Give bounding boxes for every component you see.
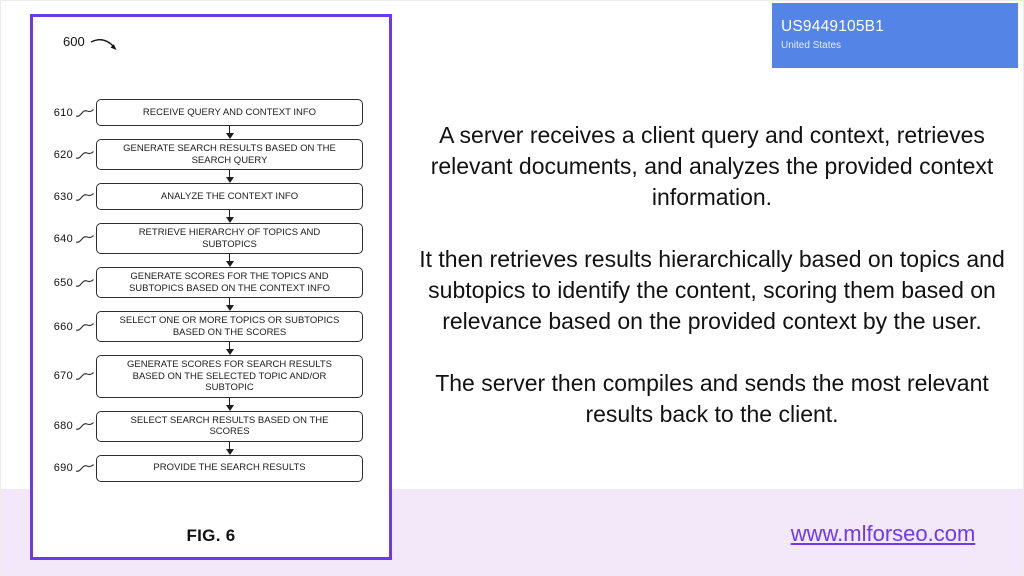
step-number: 680	[53, 420, 73, 432]
step-label: 630	[54, 191, 94, 203]
flowchart-box: GENERATE SCORES FOR SEARCH RESULTS BASED…	[96, 355, 363, 398]
leader-line-icon	[75, 372, 94, 381]
flowchart-step: 680 SELECT SEARCH RESULTS BASED ON THE S…	[54, 410, 363, 442]
flow-down-arrow-icon	[225, 170, 234, 183]
flowchart-box: SELECT ONE OR MORE TOPICS OR SUBTOPICS B…	[96, 311, 363, 342]
flow-down-arrow-icon	[225, 298, 234, 311]
flowchart-step-row: 650 GENERATE SCORES FOR THE TOPICS AND S…	[54, 267, 363, 311]
flowchart-box: RECEIVE QUERY AND CONTEXT INFO	[96, 99, 363, 126]
patent-badge: US9449105B1 United States	[772, 3, 1018, 68]
flow-down-arrow-icon	[225, 126, 234, 139]
step-number: 620	[53, 148, 73, 161]
flowchart-box-text: SELECT ONE OR MORE TOPICS OR SUBTOPICS B…	[119, 315, 340, 338]
step-number: 660	[53, 320, 73, 333]
flow-down-arrow-icon	[225, 441, 234, 455]
flowchart-box: SELECT SEARCH RESULTS BASED ON THE SCORE…	[96, 410, 363, 442]
step-number: 690	[53, 462, 73, 474]
flowchart-box-text: GENERATE SEARCH RESULTS BASED ON THE SEA…	[123, 143, 336, 166]
flowchart-step-row: 640 RETRIEVE HIERARCHY OF TOPICS AND SUB…	[54, 223, 363, 267]
website-link[interactable]: www.mlforseo.com	[790, 521, 976, 546]
figure-reference: 600	[63, 34, 118, 52]
patent-country: United States	[781, 40, 842, 51]
step-number: 630	[53, 190, 73, 203]
summary-paragraph: It then retrieves results hierarchically…	[419, 246, 1005, 334]
flowchart-box-text: RECEIVE QUERY AND CONTEXT INFO	[142, 106, 317, 118]
step-number: 640	[53, 232, 73, 245]
flowchart-step-row: 660 SELECT ONE OR MORE TOPICS OR SUBTOPI…	[54, 311, 363, 355]
summary-paragraph: A server receives a client query and con…	[430, 122, 994, 210]
step-label: 620	[54, 149, 94, 161]
flowchart: 610 RECEIVE QUERY AND CONTEXT INFO	[54, 99, 363, 482]
step-label: 610	[54, 107, 94, 119]
flowchart-step: 690 PROVIDE THE SEARCH RESULTS	[54, 454, 363, 482]
leader-line-icon	[75, 422, 94, 430]
flowchart-box-text: PROVIDE THE SEARCH RESULTS	[153, 462, 306, 474]
leader-line-icon	[75, 108, 94, 117]
flowchart-step-row: 690 PROVIDE THE SEARCH RESULTS	[54, 454, 363, 482]
flow-down-arrow-icon	[225, 397, 234, 411]
flowchart-box: RETRIEVE HIERARCHY OF TOPICS AND SUBTOPI…	[96, 223, 363, 254]
flow-down-arrow-icon	[225, 254, 234, 267]
patent-figure-frame: 600 610 RECEIVE QUERY AND CONTEXT INFO	[30, 14, 392, 560]
flowchart-step: 660 SELECT ONE OR MORE TOPICS OR SUBTOPI…	[54, 311, 363, 342]
flow-down-arrow-icon	[225, 342, 234, 355]
leader-line-icon	[75, 150, 94, 159]
flow-down-arrow-icon	[225, 210, 234, 223]
flowchart-step: 610 RECEIVE QUERY AND CONTEXT INFO	[54, 99, 363, 126]
flowchart-step-row: 610 RECEIVE QUERY AND CONTEXT INFO	[54, 99, 363, 139]
flowchart-box: GENERATE SCORES FOR THE TOPICS AND SUBTO…	[96, 267, 363, 298]
flowchart-step: 630 ANALYZE THE CONTEXT INFO	[54, 183, 363, 210]
flowchart-step-row: 630 ANALYZE THE CONTEXT INFO	[54, 183, 363, 223]
flowchart-box-text: RETRIEVE HIERARCHY OF TOPICS AND SUBTOPI…	[138, 227, 321, 250]
step-label: 670	[54, 370, 94, 382]
figure-ref-label: 600	[63, 34, 85, 49]
flowchart-step-row: 680 SELECT SEARCH RESULTS BASED ON THE S…	[54, 410, 363, 455]
summary-paragraph: The server then compiles and sends the m…	[435, 370, 989, 427]
flowchart-box-text: ANALYZE THE CONTEXT INFO	[160, 190, 299, 202]
flowchart-step: 620 GENERATE SEARCH RESULTS BASED ON THE…	[54, 139, 363, 170]
patent-number: US9449105B1	[781, 18, 885, 35]
flowchart-step: 640 RETRIEVE HIERARCHY OF TOPICS AND SUB…	[54, 223, 363, 254]
flowchart-box: PROVIDE THE SEARCH RESULTS	[96, 454, 363, 482]
leader-line-icon	[75, 464, 94, 472]
step-label: 680	[54, 420, 94, 432]
flowchart-box: ANALYZE THE CONTEXT INFO	[96, 183, 363, 210]
flowchart-box-text: SELECT SEARCH RESULTS BASED ON THE SCORE…	[130, 414, 329, 438]
flowchart-box-text: GENERATE SCORES FOR SEARCH RESULTS BASED…	[127, 359, 332, 393]
summary-text: A server receives a client query and con…	[400, 120, 1024, 461]
flowchart-step: 650 GENERATE SCORES FOR THE TOPICS AND S…	[54, 267, 363, 298]
step-label: 690	[54, 462, 94, 474]
leader-line-icon	[75, 234, 94, 243]
step-label: 640	[54, 233, 94, 245]
flowchart-box: GENERATE SEARCH RESULTS BASED ON THE SEA…	[96, 139, 363, 170]
flowchart-step: 670 GENERATE SCORES FOR SEARCH RESULTS B…	[54, 355, 363, 398]
leader-line-icon	[75, 278, 94, 287]
step-label: 660	[54, 321, 94, 333]
leader-line-icon	[75, 192, 94, 201]
flowchart-step-row: 620 GENERATE SEARCH RESULTS BASED ON THE…	[54, 139, 363, 183]
leader-line-icon	[75, 322, 94, 331]
ref-curved-arrow-icon	[90, 39, 117, 50]
flowchart-box-text: GENERATE SCORES FOR THE TOPICS AND SUBTO…	[128, 271, 331, 294]
figure-caption: FIG. 6	[186, 526, 236, 545]
step-label: 650	[54, 277, 94, 289]
step-number: 670	[53, 370, 73, 383]
flowchart-step-row: 670 GENERATE SCORES FOR SEARCH RESULTS B…	[54, 355, 363, 411]
step-number: 610	[53, 106, 73, 119]
step-number: 650	[53, 276, 73, 289]
